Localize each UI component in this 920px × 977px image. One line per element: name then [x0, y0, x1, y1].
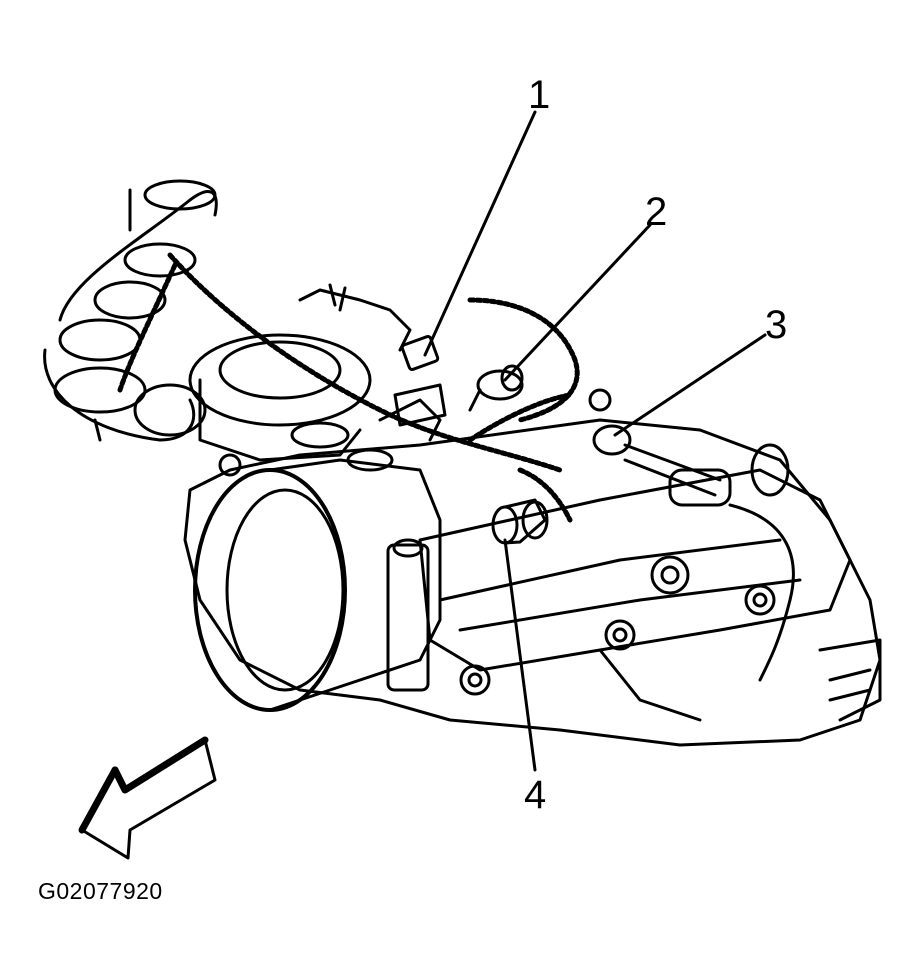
callout-1: 1: [528, 73, 551, 117]
sensor-connector-2: [468, 364, 524, 412]
upper-manifold: [188, 283, 442, 472]
engine-block: [183, 418, 882, 747]
sensor-connector-1: [393, 334, 447, 427]
sensor-connector-3: [592, 424, 795, 682]
figure-id: G02077920: [38, 878, 163, 904]
air-duct: [43, 179, 218, 442]
throttle-body: [193, 458, 442, 712]
callout-4: 4: [524, 773, 547, 817]
callout-2: 2: [645, 190, 668, 234]
callout-leaders: [423, 110, 767, 772]
wiring-harness: [117, 252, 580, 523]
bolts: [218, 388, 776, 696]
direction-arrow: [78, 736, 217, 860]
callout-3: 3: [765, 303, 788, 347]
